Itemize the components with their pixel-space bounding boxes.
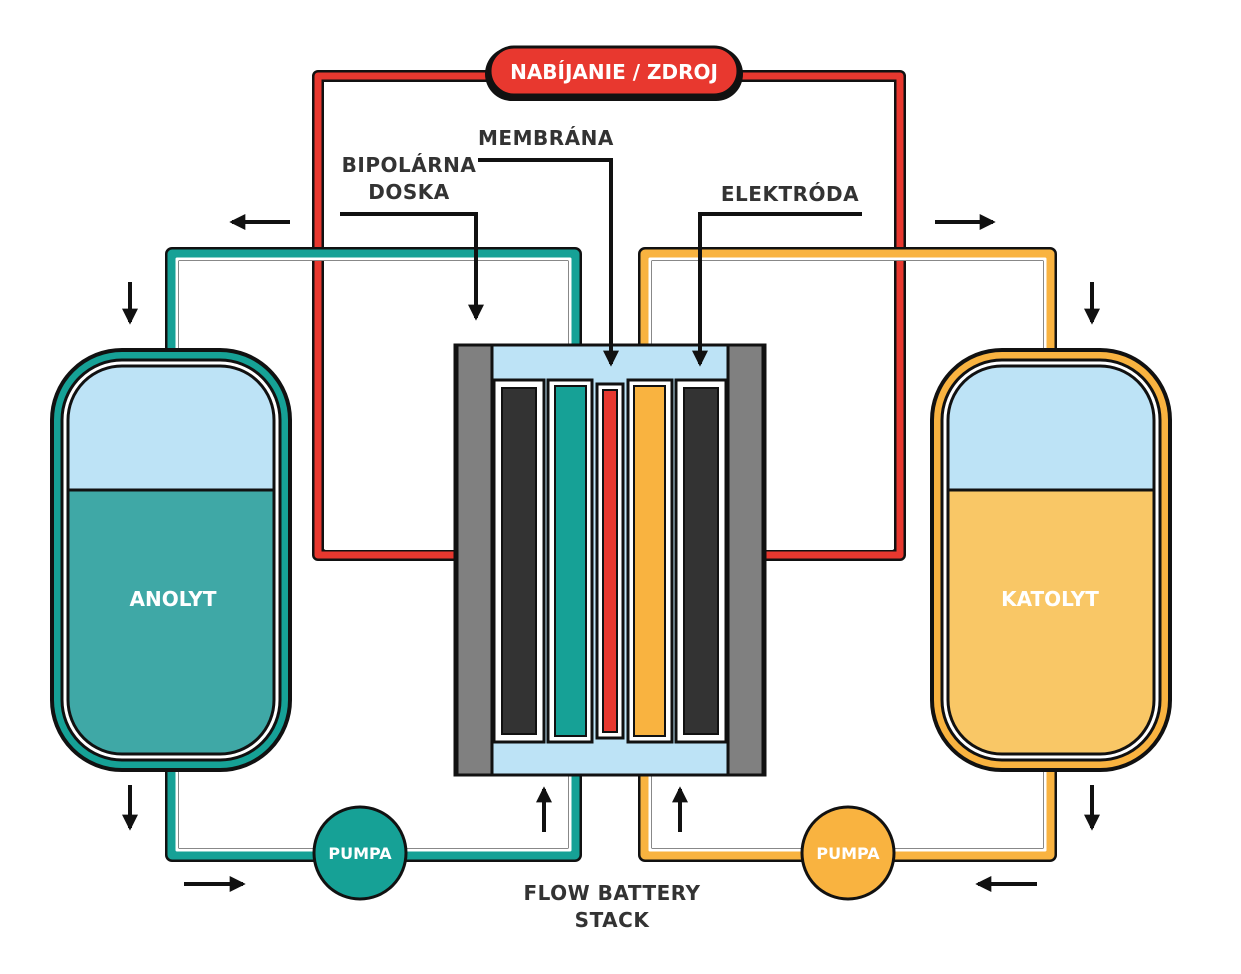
stack-label-line2: STACK — [575, 908, 651, 932]
electrode-right — [683, 387, 719, 735]
bipolar-plate-left — [455, 343, 494, 777]
flow-arrows — [122, 214, 1100, 892]
power-circuit — [312, 70, 906, 561]
anolyte-channel — [554, 385, 587, 737]
bipolar-label-line1: BIPOLÁRNA — [342, 153, 477, 177]
electrode-left — [501, 387, 537, 735]
membrane — [602, 389, 618, 733]
pump-right-label: PUMPA — [816, 844, 880, 863]
callouts — [340, 158, 862, 367]
electrode-label: ELEKTRÓDA — [721, 182, 859, 206]
anolyte-label: ANOLYT — [130, 587, 217, 611]
pump-left-label: PUMPA — [328, 844, 392, 863]
membrane-callout-line — [478, 158, 619, 367]
catholyte-label: KATOLYT — [1001, 587, 1099, 611]
stack-label-line1: FLOW BATTERY — [523, 881, 700, 905]
anolyte-tank: ANOLYT — [50, 348, 292, 772]
pump-right: PUMPA — [800, 805, 896, 901]
bipolar-callout-line — [340, 212, 484, 321]
electrode-callout-line — [692, 212, 862, 367]
battery-stack — [453, 343, 767, 777]
membrane-label: MEMBRÁNA — [478, 126, 614, 150]
power-label: NABÍJANIE / ZDROJ — [510, 60, 718, 84]
catholyte-tank: KATOLYT — [930, 348, 1172, 772]
bipolar-label-line2: DOSKA — [368, 180, 450, 204]
bipolar-plate-right — [726, 343, 765, 777]
power-banner: NABÍJANIE / ZDROJ — [485, 45, 743, 101]
catholyte-channel — [633, 385, 666, 737]
pump-left: PUMPA — [312, 805, 408, 901]
